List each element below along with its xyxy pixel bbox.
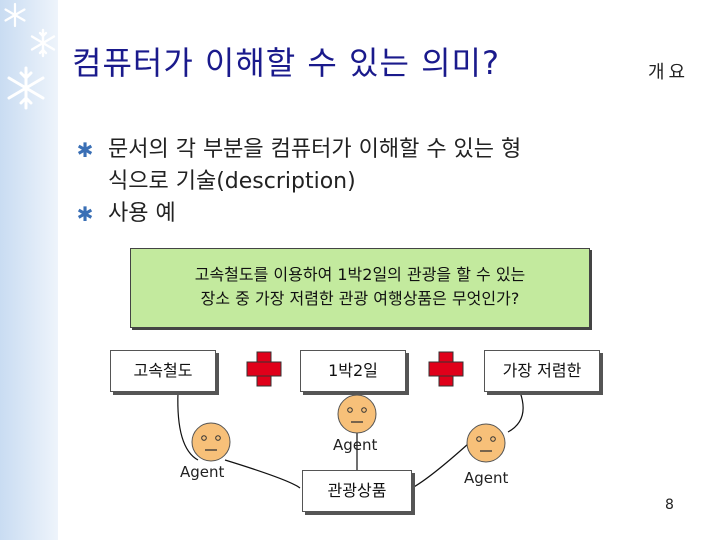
page-number: 8 — [665, 497, 674, 513]
bullet-item: ✱ 사용 예 — [72, 198, 372, 230]
red-cross-icon — [428, 351, 464, 387]
node-label: 관광상품 — [327, 481, 387, 500]
bullet-text-line: 문서의 각 부분을 컴퓨터가 이해할 수 있는 형 — [108, 137, 522, 162]
bullet-text-line: 식으로 기술(description) — [108, 169, 356, 194]
agent-label: Agent — [180, 463, 225, 481]
connector-line — [507, 391, 524, 433]
smiley-face-icon — [191, 422, 231, 462]
smiley-face-icon — [337, 394, 377, 434]
question-box: 고속철도를 이용하여 1박2일의 관광을 할 수 있는 장소 중 가장 저렴한 … — [130, 248, 590, 328]
smiley-face-icon — [466, 423, 506, 463]
red-cross-icon — [246, 351, 282, 387]
agent-label: Agent — [464, 469, 509, 487]
connector-line — [224, 459, 301, 489]
bullet-item: ✱ 문서의 각 부분을 컴퓨터가 이해할 수 있는 형 식으로 기술(descr… — [72, 134, 692, 198]
node-label: 1박2일 — [328, 361, 378, 380]
question-line: 고속철도를 이용하여 1박2일의 관광을 할 수 있는 — [194, 265, 526, 284]
snowflake-icon — [4, 2, 26, 28]
snowflake-icon — [7, 66, 45, 110]
agent-label: Agent — [333, 436, 378, 454]
connector-line — [177, 391, 199, 461]
asterisk-bullet-icon: ✱ — [76, 138, 94, 162]
node-box-overnight: 1박2일 — [300, 350, 406, 392]
asterisk-bullet-icon: ✱ — [76, 202, 94, 226]
section-label: 개요 — [648, 62, 690, 83]
node-box-rail: 고속철도 — [110, 350, 216, 392]
node-box-tour-product: 관광상품 — [302, 470, 412, 512]
node-box-cheapest: 가장 저렴한 — [484, 350, 600, 392]
node-label: 고속철도 — [133, 361, 193, 380]
bullet-text-line: 사용 예 — [108, 201, 176, 226]
connector-line — [411, 443, 469, 489]
question-line: 장소 중 가장 저렴한 관광 여행상품은 무엇인가? — [200, 289, 520, 308]
node-label: 가장 저렴한 — [502, 361, 582, 380]
snowflake-icon — [30, 28, 56, 58]
slide-title: 컴퓨터가 이해할 수 있는 의미? — [72, 44, 500, 82]
